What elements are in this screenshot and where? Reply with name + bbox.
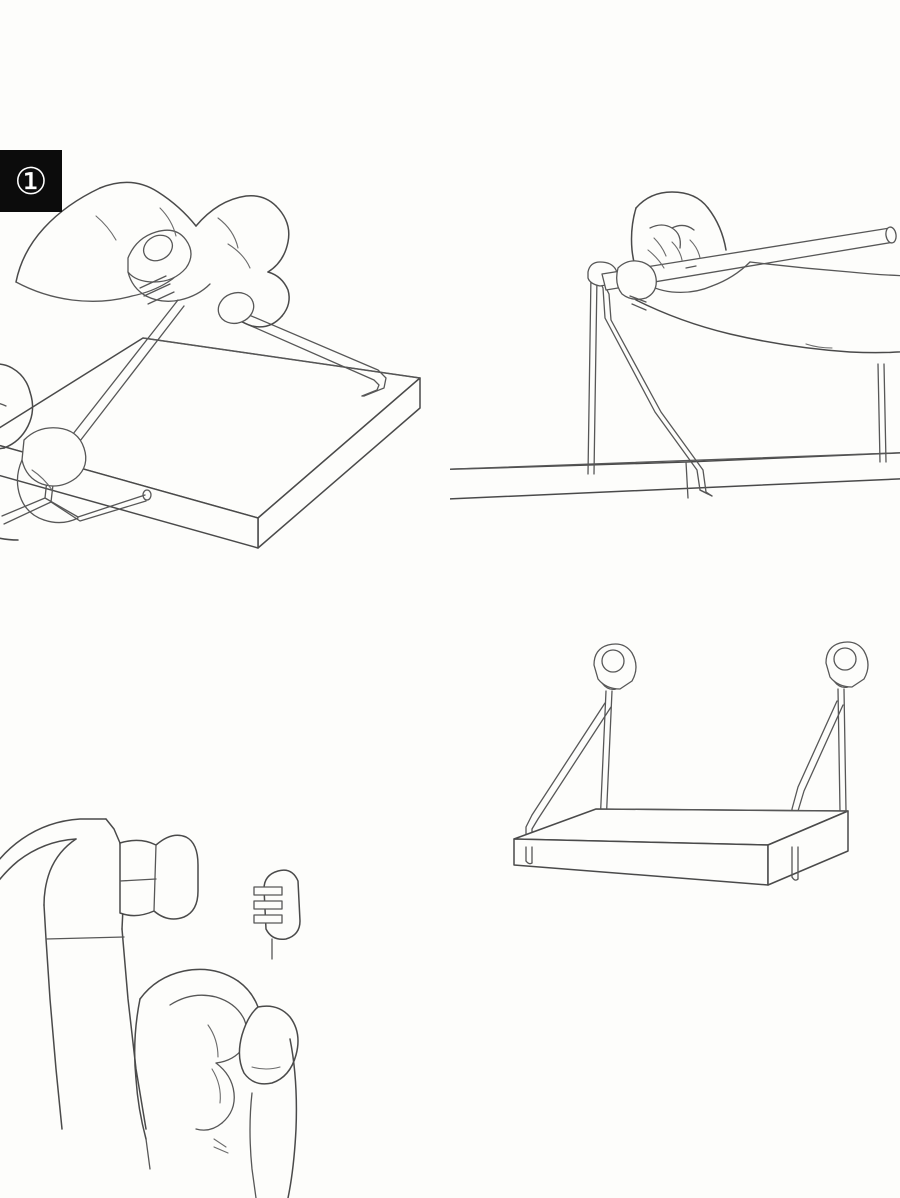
step-panel-4: ④ <box>450 599 900 1198</box>
step-panel-1: ① <box>0 0 450 599</box>
hand <box>616 191 900 354</box>
right-bracket <box>877 363 887 463</box>
step-4-illustration <box>450 599 900 1198</box>
shelf-board <box>450 452 900 500</box>
claw-hammer <box>0 818 199 1130</box>
step-number-1: ① <box>14 159 48 203</box>
dowel-rod <box>601 226 897 291</box>
shelf-board <box>513 808 849 886</box>
wall-anchor <box>253 869 301 960</box>
step-2-illustration <box>450 0 900 599</box>
step-panel-3: ③ <box>0 599 450 1198</box>
right-hand <box>15 181 290 328</box>
step-3-illustration <box>0 599 450 1198</box>
step-panel-2: ② <box>450 0 900 599</box>
step-1-illustration <box>0 0 450 599</box>
hand <box>133 968 299 1198</box>
step-badge-1: ① <box>0 150 62 212</box>
bracket-feet <box>525 846 799 881</box>
left-hand <box>0 363 87 541</box>
